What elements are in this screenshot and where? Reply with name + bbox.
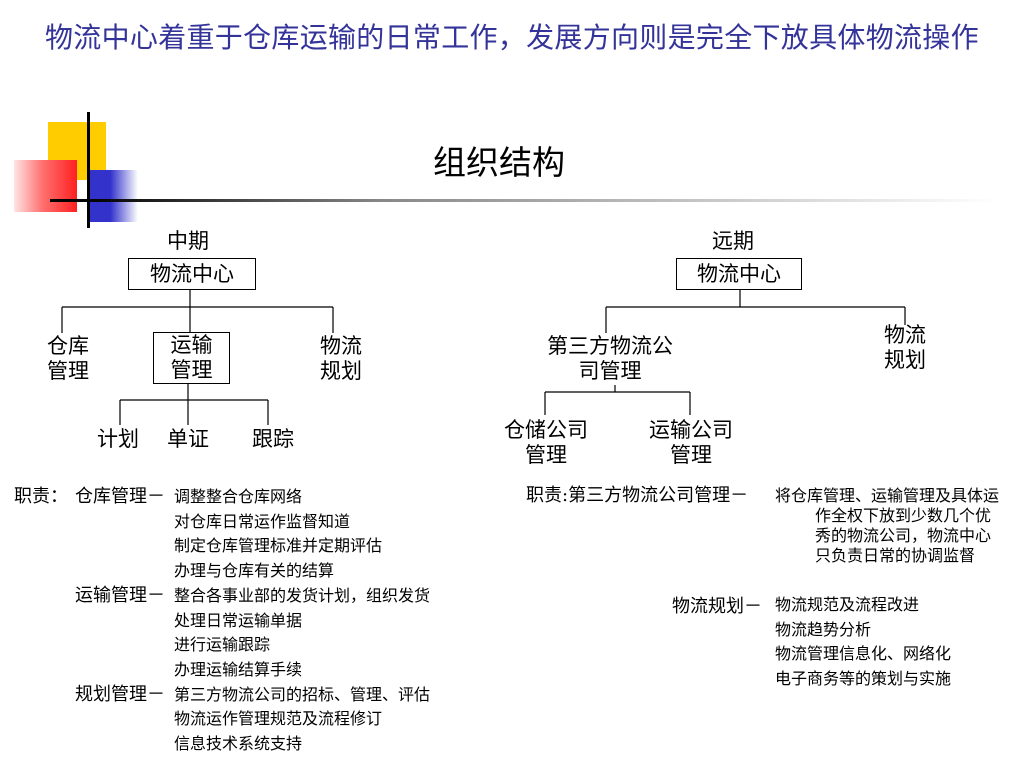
duty-group-transport: 运输管理－ 整合各事业部的发货计划，组织发货 处理日常运输单据 进行运输跟踪 办… [75, 584, 430, 683]
duties-prefix: 职责： [14, 486, 68, 507]
slide-title: 物流中心着重于仓库运输的日常工作，发展方向则是完全下放具体物流操作 [45, 21, 979, 54]
node-label-line: 管理 [47, 359, 89, 383]
duty-group-name: 运输管理－ [75, 584, 165, 606]
duty-item: 对仓库日常运作监督知道 [174, 511, 351, 531]
duty-group-name-third-party: 职责:第三方物流公司管理－ [526, 485, 749, 506]
duty-item: 物流管理信息化、网络化 [775, 644, 952, 664]
third-party-child-transport: 运输公司 管理 [641, 418, 741, 468]
node-label-line: 管理 [670, 443, 712, 467]
duty-item: 秀的物流公司，物流中心 [815, 526, 992, 545]
duty-item: 物流趋势分析 [775, 619, 872, 639]
duty-item: 办理与仓库有关的结算 [174, 561, 335, 581]
mid-term-duties: 仓库管理－ 调整整合仓库网络 对仓库日常运作监督知道 制定仓库管理标准并定期评估… [75, 485, 430, 757]
decoration-vertical-line [87, 112, 90, 228]
mid-term-label: 中期 [167, 229, 209, 253]
duty-group-warehouse: 仓库管理－ 调整整合仓库网络 对仓库日常运作监督知道 制定仓库管理标准并定期评估… [75, 485, 430, 584]
mid-term-warehouse-node: 仓库 管理 [40, 334, 96, 384]
node-label-line: 规划 [320, 359, 362, 383]
duty-items: 第三方物流公司的招标、管理、评估 物流运作管理规范及流程修订 信息技术系统支持 [174, 683, 430, 757]
duty-items-planning: 物流规范及流程改进 物流趋势分析 物流管理信息化、网络化 电子商务等的策划与实施 [775, 593, 951, 692]
node-label-line: 司管理 [578, 359, 642, 383]
duty-item: 第三方物流公司的招标、管理、评估 [174, 684, 431, 704]
transport-child-plan: 计划 [97, 427, 139, 451]
duty-items: 整合各事业部的发货计划，组织发货 处理日常运输单据 进行运输跟踪 办理运输结算手… [174, 584, 430, 683]
third-party-child-storage: 仓储公司 管理 [496, 418, 596, 468]
duty-item: 物流规范及流程改进 [775, 595, 920, 614]
duty-group-name: 仓库管理－ [75, 486, 165, 507]
duty-item: 进行运输跟踪 [174, 635, 271, 655]
duty-item: 调整整合仓库网络 [174, 487, 303, 506]
duty-group-planning: 规划管理－ 第三方物流公司的招标、管理、评估 物流运作管理规范及流程修订 信息技… [75, 683, 430, 757]
long-term-planning-node: 物流 规划 [877, 323, 933, 373]
long-term-label: 远期 [712, 229, 754, 253]
long-term-third-party-node: 第三方物流公 司管理 [540, 334, 680, 384]
duty-group-name-planning: 物流规划－ [672, 596, 762, 617]
duty-item: 电子商务等的策划与实施 [775, 669, 952, 689]
long-term-root-node: 物流中心 [676, 258, 802, 290]
node-label-line: 仓库 [47, 334, 89, 358]
duty-item: 只负责日常的协调监督 [815, 546, 976, 565]
duty-item: 信息技术系统支持 [174, 734, 303, 754]
slide-subtitle: 组织结构 [433, 143, 565, 182]
node-label-line: 物流 [320, 334, 362, 358]
mid-term-transport-node: 运输 管理 [153, 332, 230, 384]
duty-items: 调整整合仓库网络 对仓库日常运作监督知道 制定仓库管理标准并定期评估 办理与仓库… [174, 485, 382, 584]
duty-item: 制定仓库管理标准并定期评估 [174, 536, 383, 556]
duty-item: 整合各事业部的发货计划，组织发货 [174, 585, 431, 605]
duty-item: 作全权下放到少数几个优 [815, 506, 992, 525]
mid-term-planning-node: 物流 规划 [313, 334, 369, 384]
duty-item: 物流运作管理规范及流程修订 [174, 709, 383, 729]
decoration-blue-square [88, 170, 138, 222]
duty-items-third-party: 将仓库管理、运输管理及具体运 作全权下放到少数几个优 秀的物流公司，物流中心 只… [775, 486, 999, 566]
duty-item: 处理日常运输单据 [174, 610, 303, 630]
transport-child-tracking: 跟踪 [252, 427, 294, 451]
node-label-line: 运输 [170, 333, 213, 357]
node-label-line: 物流 [884, 323, 926, 347]
decoration-red-square [14, 160, 77, 212]
duty-item: 办理运输结算手续 [174, 659, 303, 679]
node-label-line: 第三方物流公 [547, 334, 673, 358]
duty-item: 将仓库管理、运输管理及具体运 [775, 486, 1000, 505]
node-label-line: 管理 [525, 443, 567, 467]
node-label-line: 管理 [170, 358, 213, 382]
node-label-line: 规划 [884, 348, 926, 372]
duty-group-name: 规划管理－ [75, 683, 165, 705]
transport-child-documents: 单证 [167, 427, 209, 451]
node-label-line: 运输公司 [649, 418, 733, 442]
mid-term-root-node: 物流中心 [128, 258, 256, 290]
node-label-line: 仓储公司 [504, 418, 588, 442]
decoration-horizontal-rule [50, 199, 1000, 202]
